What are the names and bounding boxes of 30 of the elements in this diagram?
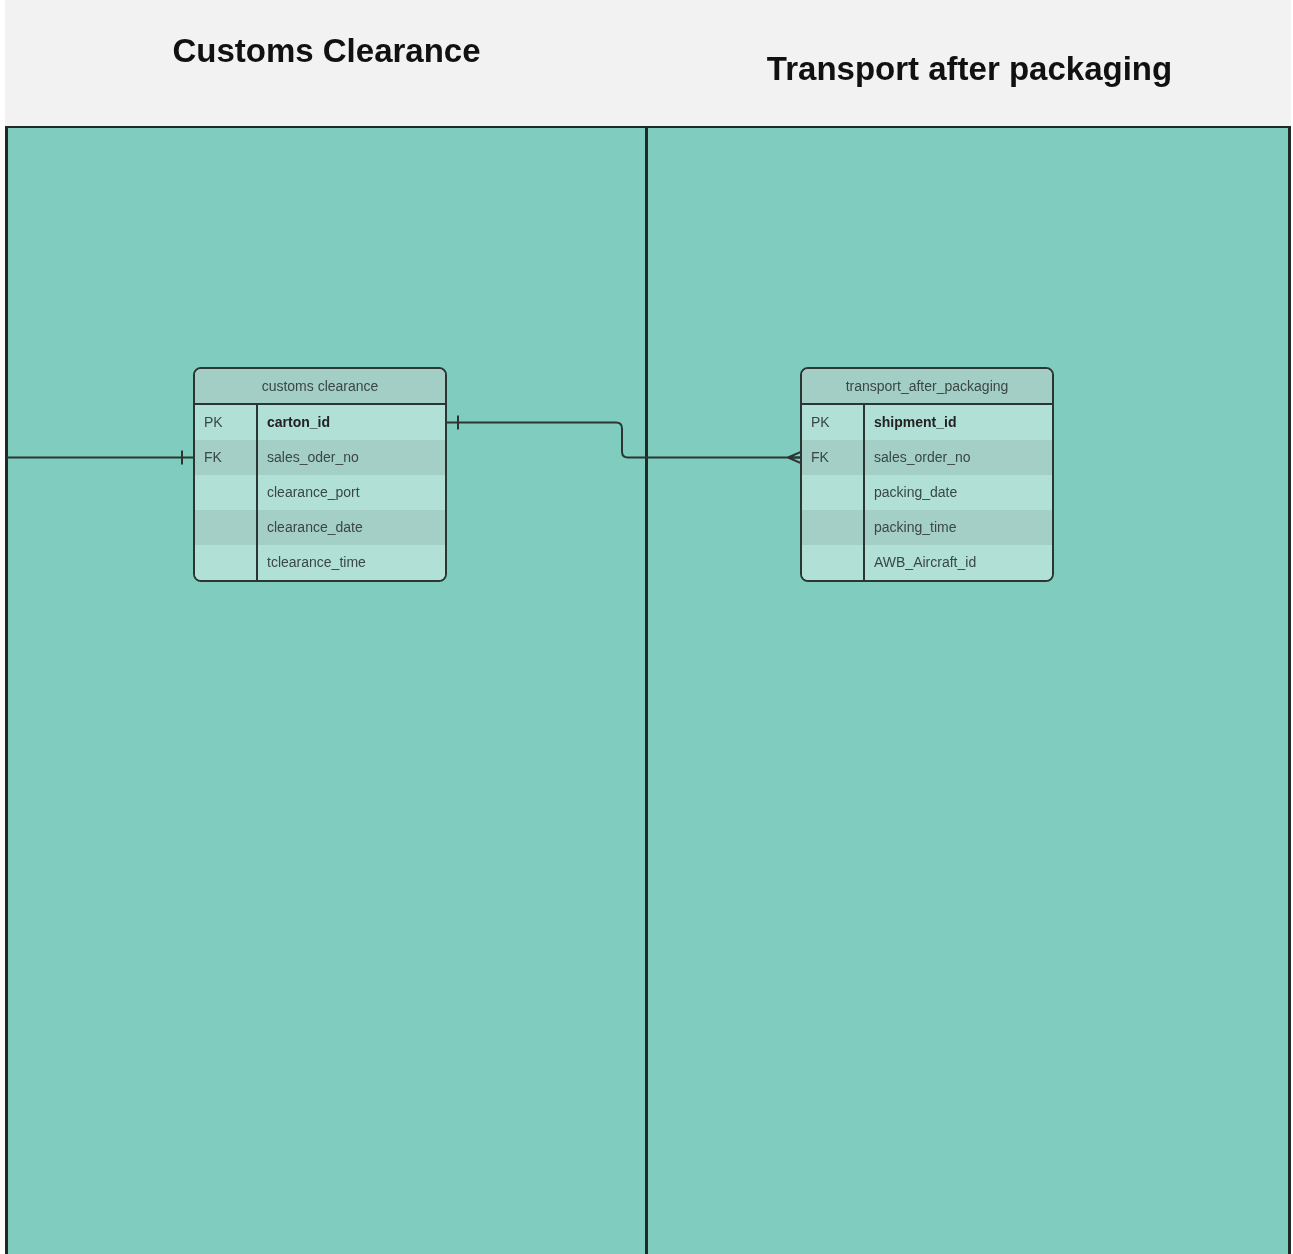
field-name: shipment_id: [874, 413, 957, 432]
table-name: customs clearance: [261, 376, 379, 396]
key-label: FK: [811, 448, 829, 467]
swimlane: [5, 0, 648, 1254]
table-row: [802, 440, 1052, 475]
field-name: sales_oder_no: [267, 448, 359, 467]
field-name: clearance_date: [267, 518, 363, 537]
entity-table: [800, 367, 1054, 582]
key-label: PK: [204, 413, 223, 432]
lane-title: Transport after packaging: [765, 49, 1174, 89]
table-row: [195, 545, 445, 580]
key-label: PK: [811, 413, 830, 432]
entity-table: [193, 367, 447, 582]
lane-title: Customs Clearance: [171, 31, 482, 71]
field-name: packing_date: [874, 483, 958, 502]
table-row: [195, 440, 445, 475]
field-name: carton_id: [267, 413, 330, 432]
field-name: packing_time: [874, 518, 957, 537]
field-name: clearance_port: [267, 483, 360, 502]
table-row: [195, 510, 445, 545]
key-label: FK: [204, 448, 222, 467]
field-name: tclearance_time: [267, 553, 366, 572]
table-row: [802, 545, 1052, 580]
table-row: [802, 510, 1052, 545]
field-name: sales_order_no: [874, 448, 971, 467]
relationship-line: [6, 449, 196, 466]
table-name: transport_after_packaging: [845, 376, 1009, 396]
field-name: AWB_Aircraft_id: [874, 553, 977, 572]
swimlane: [648, 0, 1291, 1254]
relationship-line: [444, 414, 803, 465]
